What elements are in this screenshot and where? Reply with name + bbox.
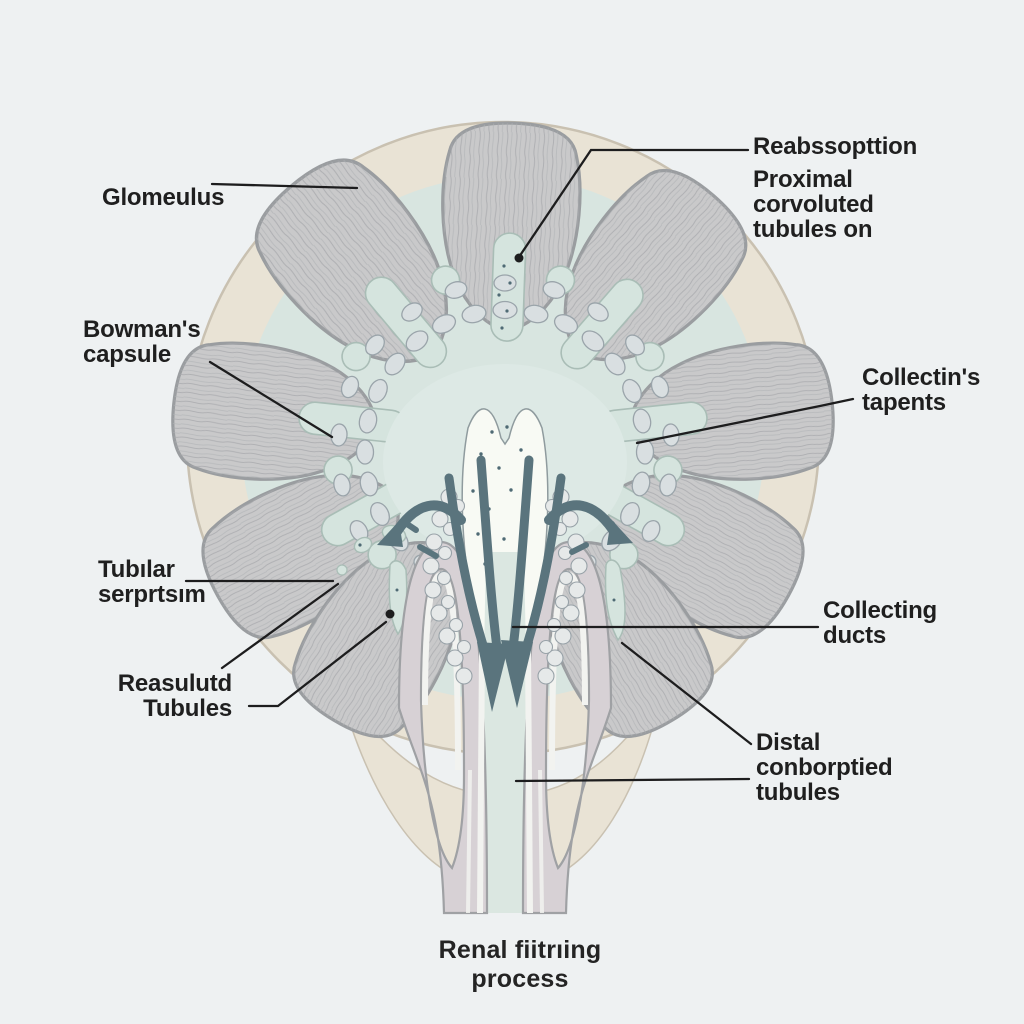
leader-distal-horizontal xyxy=(514,777,751,783)
leader-tubular-diagonal xyxy=(220,582,340,670)
leader-lines xyxy=(184,148,855,783)
flow-arrows xyxy=(377,455,633,712)
arrowheads xyxy=(377,519,633,712)
label-glomerulus: Glomeulus xyxy=(102,184,225,211)
diagram-caption: Renal fiitrıing process xyxy=(438,936,602,993)
label-reabsorption: Reabssopttion xyxy=(753,133,918,160)
calyx-speckles xyxy=(497,264,512,330)
label-collecting-patents: Collectin's tapents xyxy=(862,364,981,416)
leader-dot-top xyxy=(514,253,524,263)
collecting-duct-cobbles xyxy=(422,488,588,685)
leader-distal-tubules xyxy=(620,641,753,746)
label-tubular-secretion: Tubılar serprtsım xyxy=(98,556,206,608)
leader-collecting-patents xyxy=(635,397,855,445)
leader-glomerulus xyxy=(210,182,359,190)
label-reabsorbed-tubules: Reasulutd Tubules xyxy=(117,670,232,722)
label-proximal-tubules: Proximal corvoluted tubules on xyxy=(753,166,874,243)
leader-dot-left xyxy=(385,609,395,619)
label-distal-tubules: Distal conborptied tubules xyxy=(756,729,893,806)
label-bowmans-capsule: Bowman's capsule xyxy=(83,316,201,368)
leader-reabsorption xyxy=(517,148,750,259)
label-collecting-ducts: Collecting ducts xyxy=(823,597,938,649)
leader-reabsorbed-tubules xyxy=(247,620,388,708)
leader-bowmans-capsule xyxy=(208,360,334,439)
